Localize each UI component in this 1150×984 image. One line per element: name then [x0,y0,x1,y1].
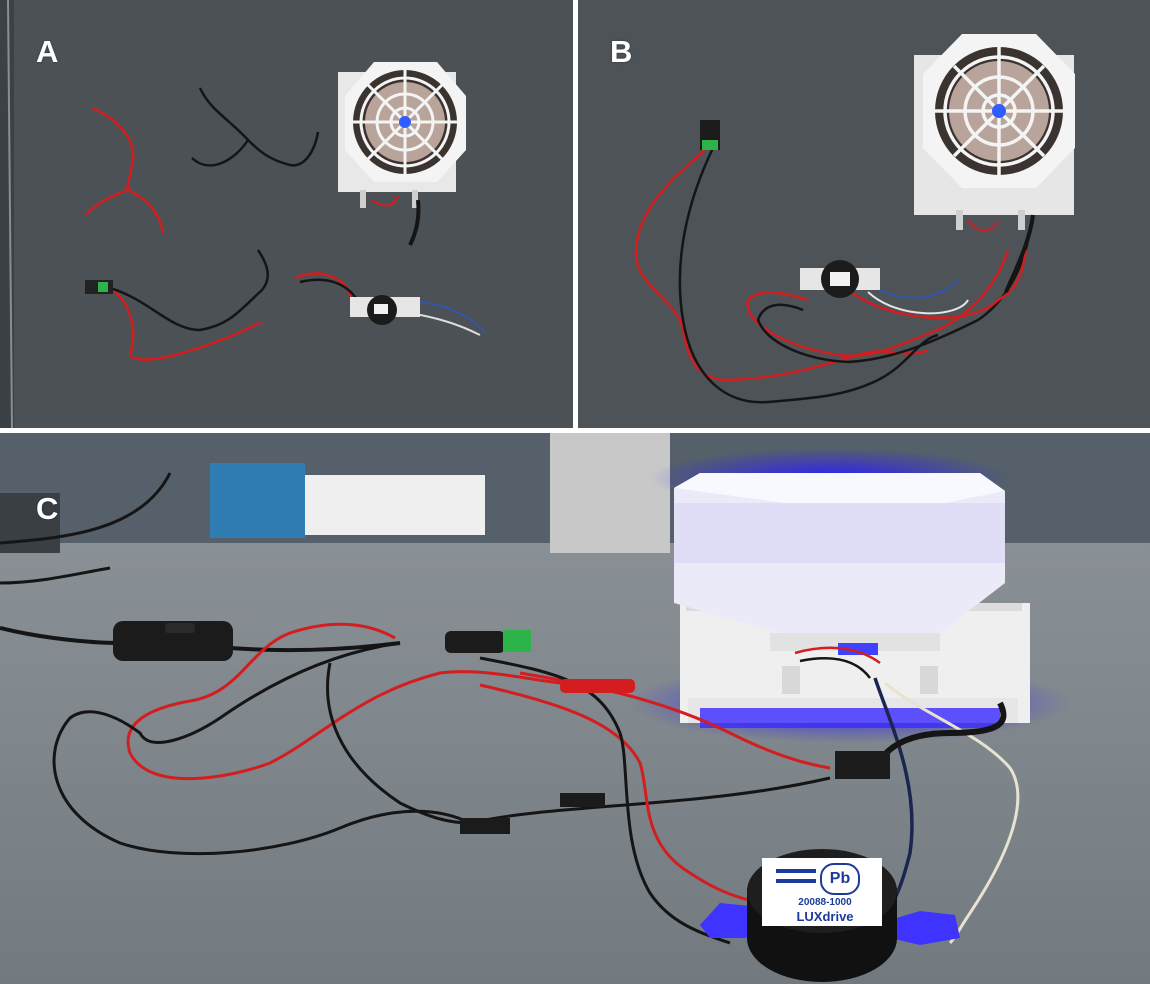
jumper-connector [835,751,890,779]
panel-b: B [578,0,1150,428]
wiring-harness [0,472,1020,945]
inline-switch [113,621,233,661]
assembled-wiring [634,144,1030,404]
panel-label-a: A [36,34,59,69]
panel-b-photo [578,0,1150,428]
uv-lamp-housing [674,473,1030,728]
black-jumper-wire [191,87,320,167]
fan-module [338,62,466,246]
panel-c-photo [0,433,1150,984]
driver-brand: LUXdrive [796,909,854,924]
fan-module [914,34,1075,293]
panel-label-c: C [36,491,59,526]
panel-a-photo [0,0,573,428]
red-jumper-wire [85,106,165,234]
panel-label-b: B [610,34,633,69]
led-driver-assembly [294,272,486,336]
driver-model: 20088-1000 [798,897,852,908]
driver-logo: Pb [820,863,860,895]
led-driver [800,260,880,298]
switch-cable [109,249,270,361]
panel-c: C Pb 20088-1000 LUXdrive [0,433,1150,984]
barrel-jack [445,630,531,653]
panel-a: A [0,0,573,428]
